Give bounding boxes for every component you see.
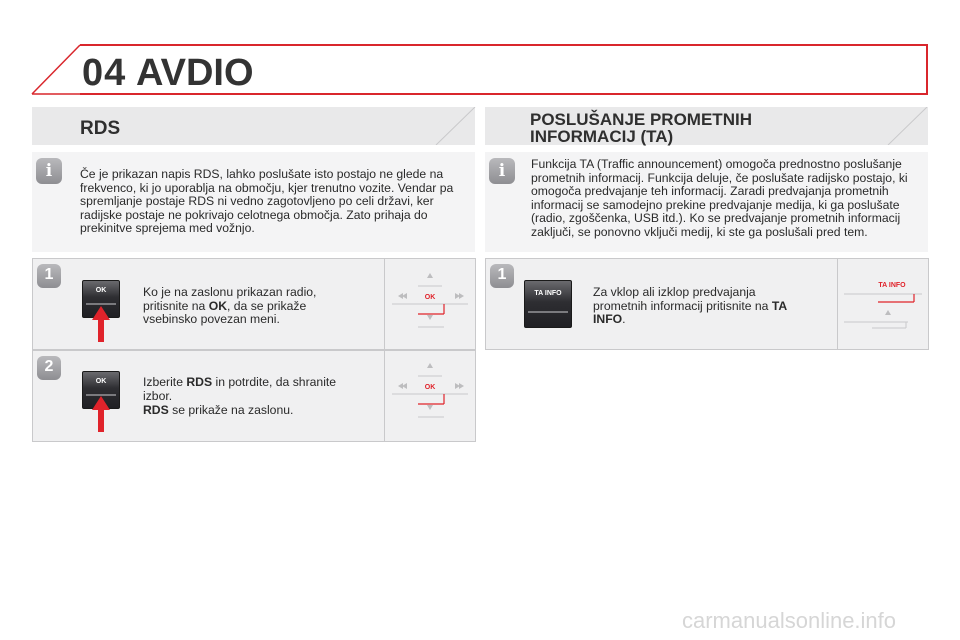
ta-info-button-icon: TA INFO	[524, 280, 572, 328]
step-number-icon: 1	[490, 264, 514, 288]
diagram-ta-info-label: TA INFO	[878, 282, 906, 289]
diagram-ok-label: OK	[425, 384, 436, 391]
section-header-diagonal-icon	[887, 107, 928, 145]
red-arrow-icon	[92, 306, 110, 342]
step-number-icon: 1	[37, 264, 61, 288]
ta-step1-text: Za vklop ali izklop predvajanja prometni…	[593, 285, 787, 327]
diagram-ok-label: OK	[425, 294, 436, 301]
step-number-icon: 2	[37, 356, 61, 380]
header-rule-top	[80, 44, 926, 46]
red-arrow-icon	[92, 396, 110, 432]
header-rule-bottom	[80, 93, 928, 95]
rotary-control-diagram: OK	[392, 273, 468, 328]
ta-info-panel: i	[485, 152, 928, 252]
section-header-diagonal-icon	[435, 107, 476, 145]
ta-section-title-line1: POSLUŠANJE PROMETNIH	[530, 110, 752, 129]
ta-section-title-line2: INFORMACIJ (TA)	[530, 127, 674, 146]
panel-divider	[384, 259, 385, 349]
header-diagonal-icon	[31, 44, 81, 95]
info-icon: i	[489, 158, 515, 184]
rds-step1-text: Ko je na zaslonu prikazan radio, pritisn…	[143, 285, 317, 327]
rds-section-header	[32, 107, 475, 145]
ta-info-control-diagram: TA INFO	[844, 282, 922, 329]
footer-watermark: carmanualsonline.info	[682, 608, 897, 633]
rds-step2-text2: RDS se prikaže na zaslonu.	[143, 403, 294, 417]
header-rule-right	[926, 44, 928, 94]
rds-info-text: Če je prikazan napis RDS, lahko poslušat…	[80, 167, 454, 236]
rds-step2-text: Izberite RDS in potrdite, da shranite iz…	[143, 375, 337, 403]
rotary-control-diagram: OK	[392, 363, 468, 418]
ta-section-header	[485, 107, 928, 145]
chapter-title: AVDIO	[136, 52, 254, 94]
rds-section-title: RDS	[80, 118, 121, 139]
panel-divider	[384, 351, 385, 441]
ta-info-text: Funkcija TA (Traffic announcement) omogo…	[531, 157, 908, 239]
rds-info-panel: i	[32, 152, 475, 252]
info-icon: i	[36, 158, 62, 184]
chapter-number: 04	[82, 52, 127, 94]
panel-divider	[837, 259, 838, 349]
